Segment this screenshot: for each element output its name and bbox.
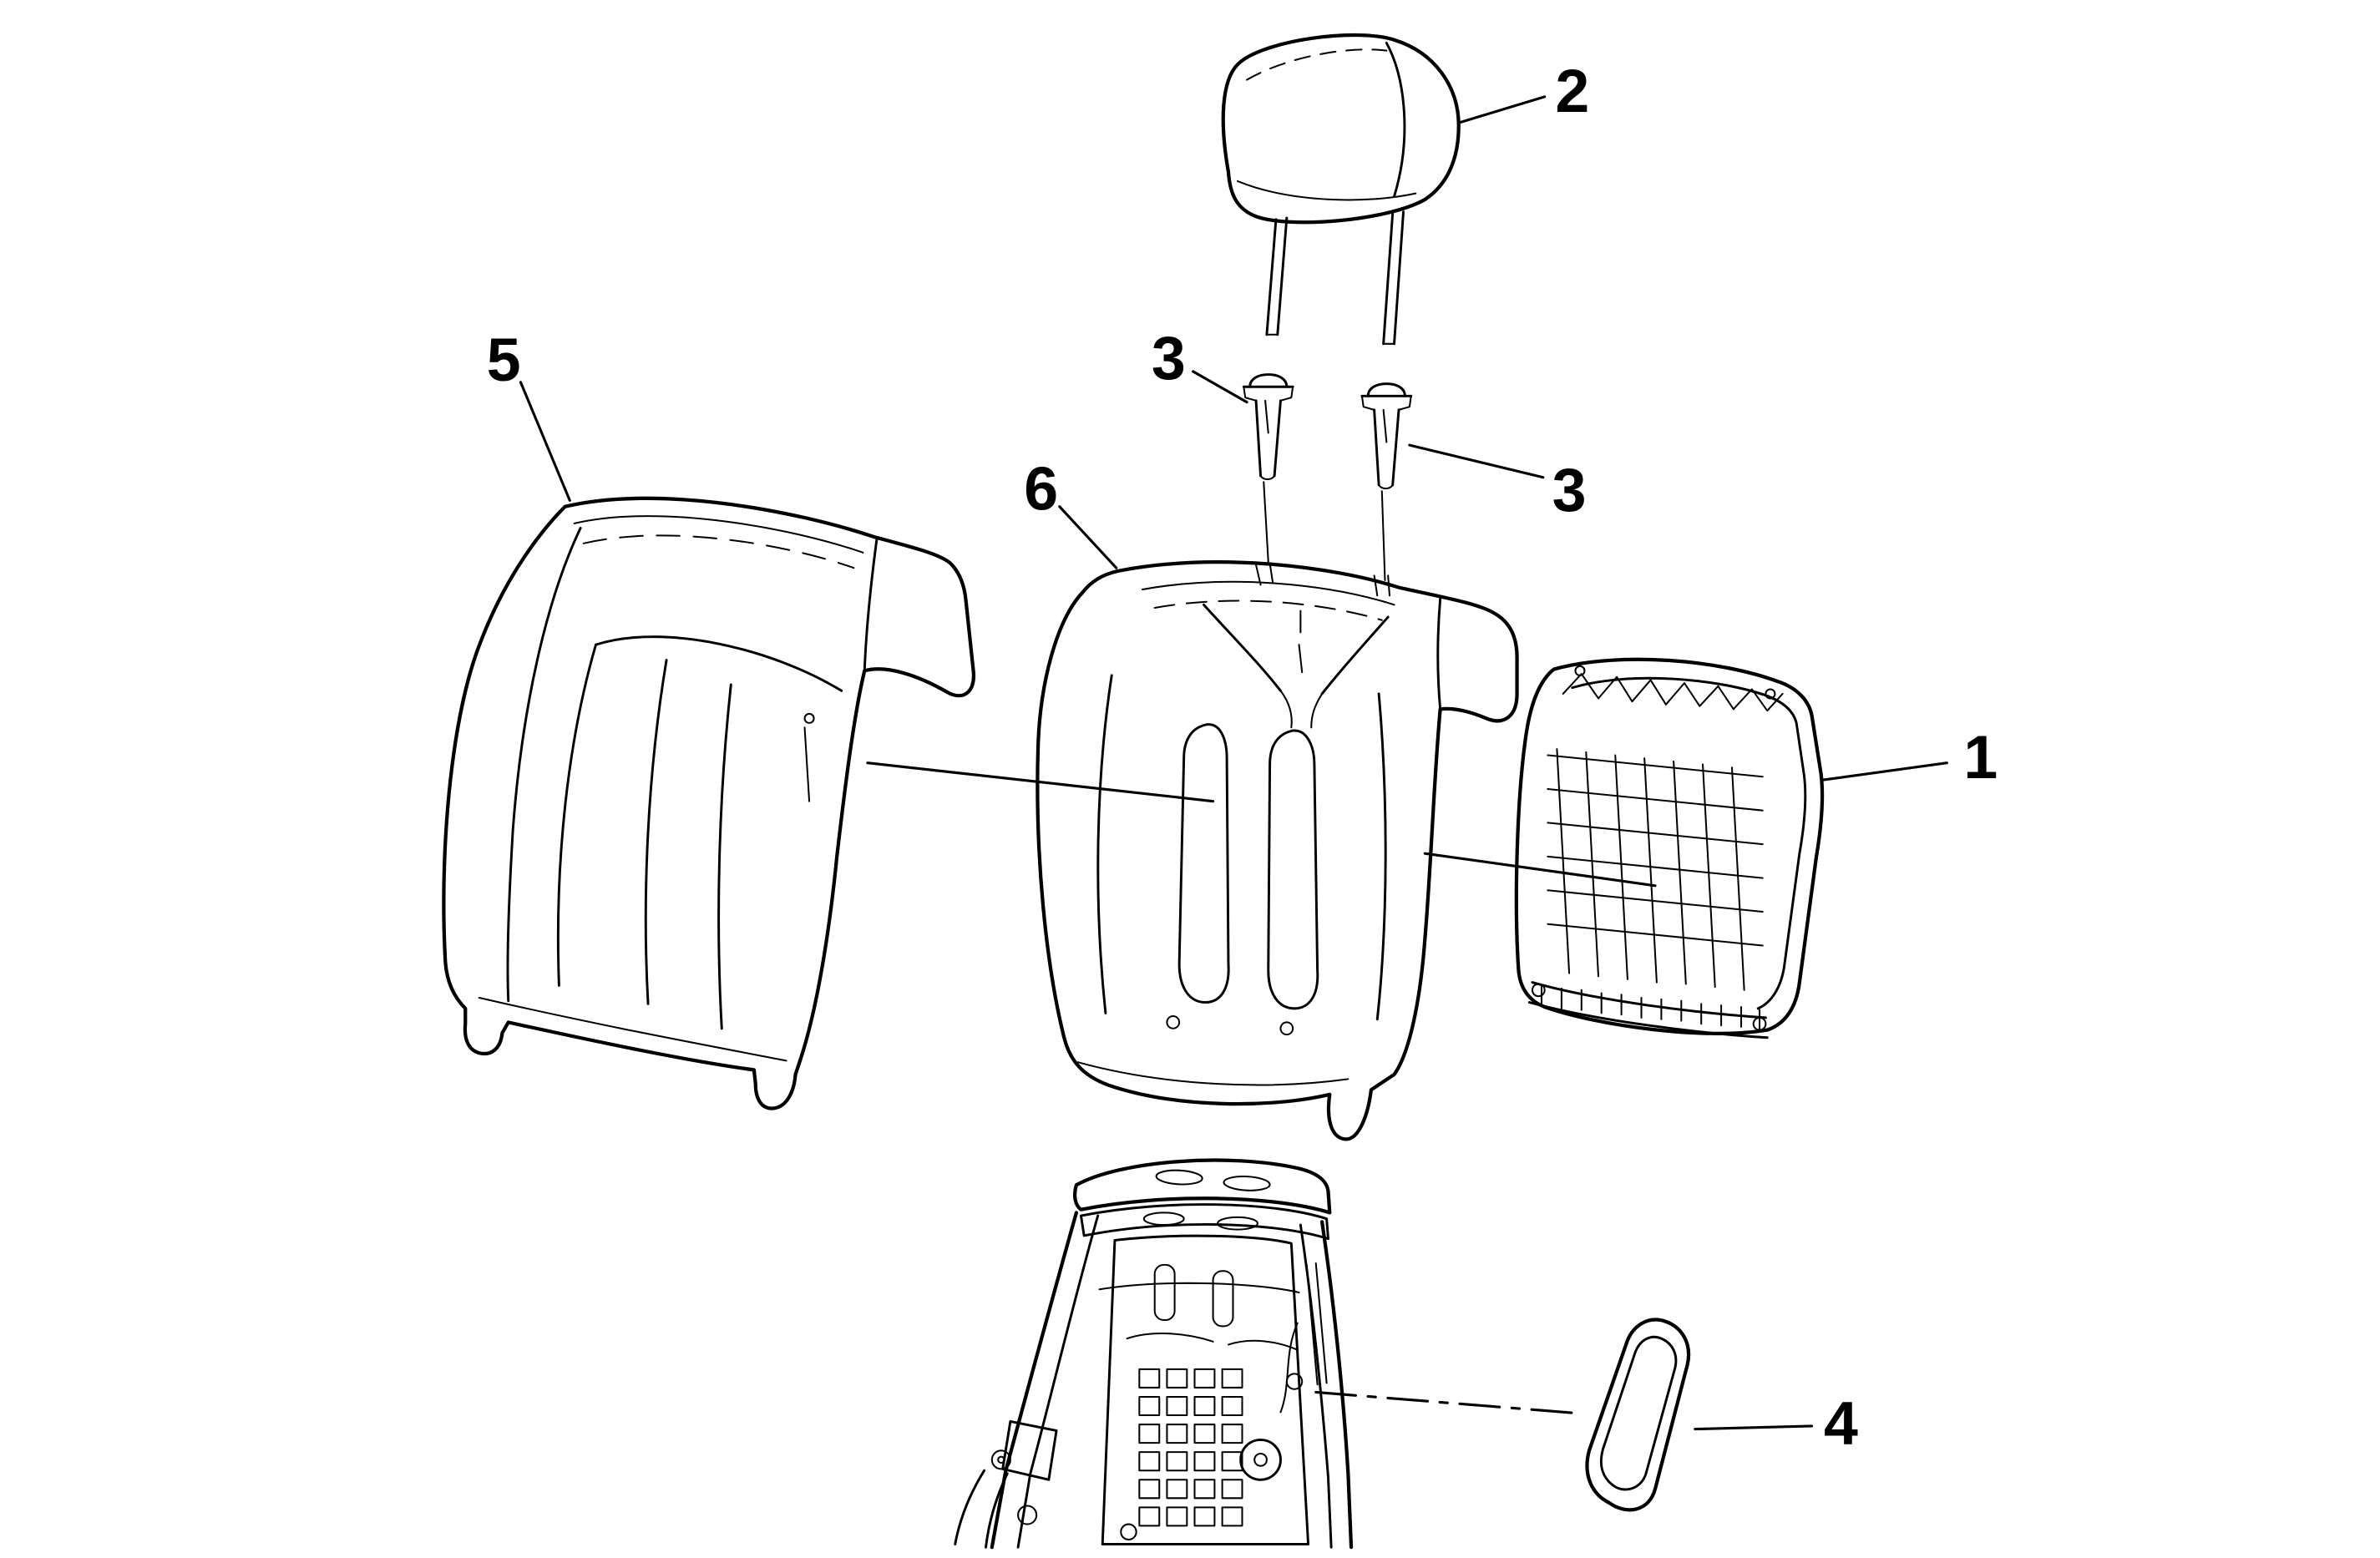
callout-5-leader (519, 381, 571, 502)
headrest-bottom-seam (1236, 180, 1417, 201)
side-trim-inner-line (1599, 1335, 1678, 1491)
callout-5-label: 5 (487, 325, 521, 394)
pad-outline (1036, 560, 1519, 1141)
callout-2-label: 2 (1555, 56, 1589, 125)
seat-back-pad (1036, 560, 1519, 1141)
cover-outline (442, 496, 975, 1110)
callout-4-label: 4 (1824, 1389, 1858, 1458)
cover-fold-crease (863, 537, 879, 672)
pad-channel-right (1267, 729, 1319, 1010)
headrest-post-right (1382, 210, 1405, 346)
callout-3-left-label: 3 (1152, 323, 1186, 392)
pad-channel-left (1177, 723, 1230, 1004)
seat-back-cover (442, 496, 975, 1110)
callout-3-right-label: 3 (1552, 455, 1587, 524)
pad-wing-crease (1436, 597, 1442, 711)
headrest (1221, 33, 1461, 225)
callout-3-left: 3 (1152, 323, 1248, 404)
callout-6: 6 (1024, 453, 1118, 569)
callout-3-left-leader (1192, 370, 1248, 404)
callout-3-right-leader (1408, 443, 1545, 479)
callout-5: 5 (487, 325, 571, 502)
frame-second-bar (1080, 1203, 1329, 1241)
callout-1-label: 1 (1963, 722, 1998, 792)
side-trim-outline (1585, 1318, 1691, 1512)
assembly-centerline (1314, 1390, 1585, 1415)
panel-spring-zigzag (1562, 673, 1784, 712)
frame-recliner-pivot (1239, 1438, 1282, 1481)
panel-bottom-band (1527, 981, 1769, 1040)
panel-inner-line (1571, 676, 1807, 1010)
frame-module-grid (1138, 1368, 1243, 1527)
frame-center-plate (1101, 1234, 1310, 1545)
headrest-post-left (1265, 216, 1289, 336)
headrest-guide-left (1242, 373, 1294, 481)
headrest-outline (1221, 33, 1461, 225)
alignment-line (866, 761, 1657, 888)
frame-top-bar (1073, 1158, 1332, 1215)
callout-6-label: 6 (1024, 453, 1058, 523)
panel-grid-lines (1547, 748, 1764, 991)
callout-2-leader (1457, 95, 1547, 124)
callout-4: 4 (1694, 1389, 1858, 1458)
callout-1-leader (1822, 761, 1948, 782)
panel-outline (1514, 657, 1825, 1035)
guide-alignment-lines (1263, 481, 1386, 581)
callout-1: 1 (1822, 722, 1998, 792)
headrest-top-stitch (1246, 48, 1388, 81)
seat-back-panel (1514, 657, 1825, 1040)
headrest-side-seam (1385, 42, 1406, 198)
callouts: 1 2 3 3 4 5 6 (487, 56, 1998, 1458)
seat-frame (954, 1158, 1354, 1550)
frame-side-bracket (1001, 1419, 1058, 1481)
side-trim (1585, 1318, 1691, 1512)
frame-right-rail (1299, 1220, 1354, 1550)
frame-left-rail (990, 1211, 1100, 1550)
callout-4-leader (1694, 1424, 1814, 1431)
headrest-guide-right (1360, 382, 1413, 490)
callout-3-right: 3 (1408, 443, 1587, 524)
callout-2: 2 (1457, 56, 1589, 125)
callout-6-leader (1058, 505, 1118, 569)
